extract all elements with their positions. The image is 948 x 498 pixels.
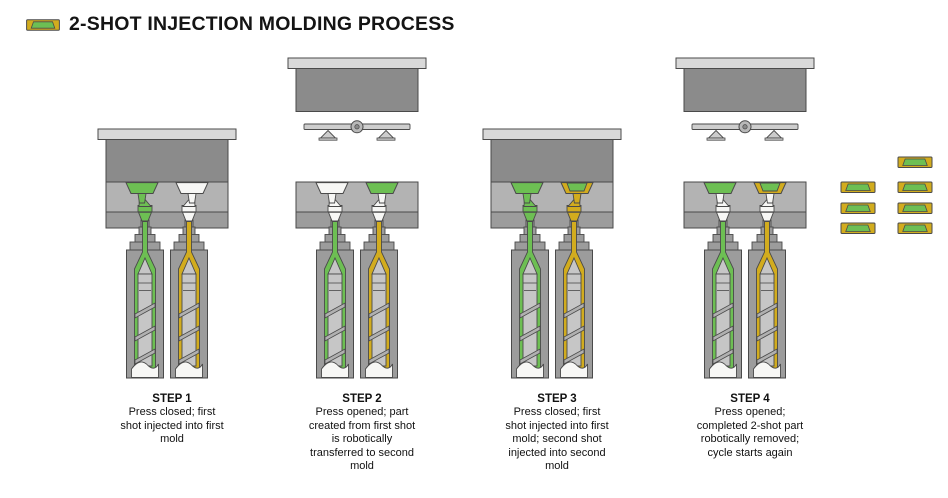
step-2-description: Press opened; part created from first sh…	[308, 406, 416, 472]
two-shot-part-icon	[26, 18, 60, 31]
step-2-column: STEP 2 Press opened; part created from f…	[282, 55, 442, 474]
step-4-label: STEP 4	[730, 393, 770, 405]
step-3-label: STEP 3	[537, 393, 577, 405]
step-3-column: STEP 3 Press closed; first shot injected…	[477, 55, 637, 474]
step-3-machine-diagram	[477, 55, 637, 391]
step-2-machine-diagram	[282, 55, 442, 391]
step-1-caption: STEP 1 Press closed; first shot injected…	[92, 392, 252, 447]
step-1-description: Press closed; first shot injected into f…	[120, 406, 224, 445]
step-4-machine-diagram	[670, 55, 830, 391]
step-4-column: STEP 4 Press opened; completed 2-shot pa…	[670, 55, 830, 460]
finished-parts-stack	[838, 155, 943, 243]
step-1-column: STEP 1 Press closed; first shot injected…	[92, 55, 252, 447]
diagram-title-row: 2-SHOT INJECTION MOLDING PROCESS	[26, 13, 455, 36]
step-4-caption: STEP 4 Press opened; completed 2-shot pa…	[670, 392, 830, 460]
step-3-caption: STEP 3 Press closed; first shot injected…	[477, 392, 637, 474]
step-1-label: STEP 1	[152, 393, 192, 405]
step-4-description: Press opened; completed 2-shot part robo…	[696, 406, 804, 459]
page-title: 2-SHOT INJECTION MOLDING PROCESS	[69, 13, 455, 35]
step-2-caption: STEP 2 Press opened; part created from f…	[282, 392, 442, 474]
step-1-machine-diagram	[92, 55, 252, 391]
step-3-description: Press closed; first shot injected into f…	[505, 406, 609, 472]
step-2-label: STEP 2	[342, 393, 382, 405]
